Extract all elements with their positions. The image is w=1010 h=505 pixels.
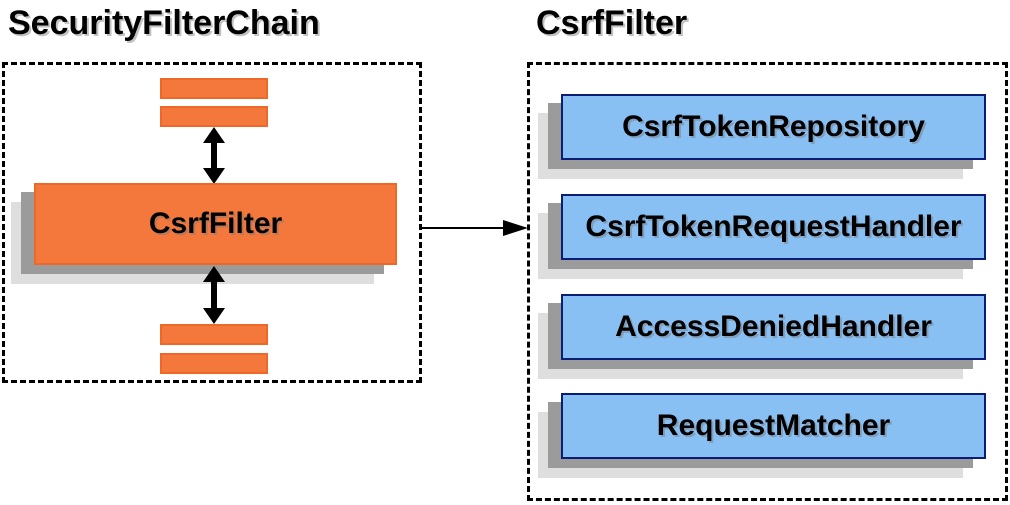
component-box-request-matcher: RequestMatcher	[561, 393, 986, 459]
component-label: CsrfTokenRequestHandler	[585, 210, 962, 243]
component-label: AccessDeniedHandler	[615, 310, 932, 343]
csrf-filter-box: CsrfFilter	[34, 183, 397, 265]
csrf-filter-title: CsrfFilter	[536, 4, 688, 42]
filter-placeholder-bar	[160, 353, 268, 374]
csrf-filter-box-label: CsrfFilter	[148, 207, 283, 240]
component-label: RequestMatcher	[656, 409, 891, 442]
component-box-access-denied-handler: AccessDeniedHandler	[561, 294, 986, 360]
filter-placeholder-bar	[160, 78, 268, 99]
component-box-csrf-token-request-handler: CsrfTokenRequestHandler	[561, 194, 986, 260]
csrf-filter-panel	[527, 62, 1008, 501]
component-box-csrf-token-repository: CsrfTokenRepository	[561, 94, 986, 160]
double-headed-arrow-icon	[203, 127, 225, 184]
component-label: CsrfTokenRepository	[622, 110, 925, 143]
filter-placeholder-bar	[160, 106, 268, 127]
security-filter-chain-panel	[2, 62, 422, 383]
filter-placeholder-bar	[160, 324, 268, 345]
right-arrow-icon	[422, 220, 528, 236]
security-filter-chain-title: SecurityFilterChain	[8, 4, 320, 42]
double-headed-arrow-icon	[203, 266, 225, 324]
